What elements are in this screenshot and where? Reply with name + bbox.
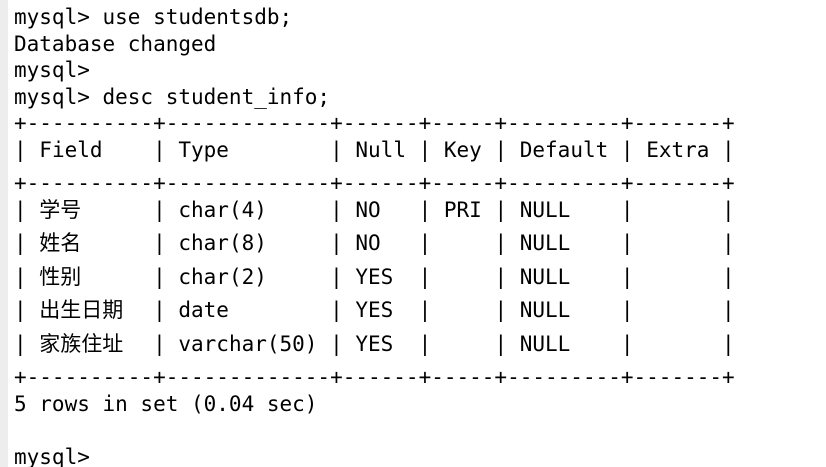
pipe-separator: | — [153, 197, 166, 222]
pipe-separator: | — [722, 264, 735, 289]
pipe-separator: | — [494, 197, 508, 222]
cell-null: YES — [355, 298, 394, 322]
pipe-separator: | — [330, 264, 343, 289]
pipe-separator: | — [14, 137, 27, 162]
pipe-separator: | — [620, 331, 634, 356]
table-header-row: | Field | Type | Null | Key | Default | Extra | — [14, 137, 826, 171]
pipe-separator: | — [14, 264, 27, 289]
pipe-separator: | — [494, 298, 508, 322]
cell-null: NO — [355, 197, 381, 222]
pipe-separator: | — [494, 264, 508, 289]
result-summary: 5 rows in set (0.04 sec) — [14, 391, 318, 416]
pipe-separator: | — [153, 137, 166, 162]
table-border-bottom: +----------+-------------+------+-----+-… — [14, 365, 735, 389]
cell-field: 学号 — [39, 197, 82, 222]
pipe-separator: | — [153, 298, 166, 322]
pipe-separator: | — [153, 231, 166, 255]
pipe-separator: | — [620, 137, 634, 162]
pipe-separator: | — [722, 231, 735, 255]
cell-field: 家族住址 — [39, 331, 124, 356]
pipe-separator: | — [330, 331, 343, 356]
pipe-separator: | — [494, 331, 508, 356]
pipe-separator: | — [418, 197, 432, 222]
pipe-separator: | — [14, 331, 27, 356]
table-row: | 性别 | char(2) | YES | | NULL | | — [14, 264, 826, 298]
cell-default: NULL — [519, 264, 571, 289]
pipe-separator: | — [722, 197, 735, 222]
pipe-separator: | — [153, 264, 166, 289]
cell-field: 性别 — [39, 264, 82, 289]
prompt-line: mysql> — [14, 58, 90, 82]
table-row: | 出生日期 | date | YES | | NULL | | — [14, 297, 826, 331]
pipe-separator: | — [494, 137, 508, 162]
pipe-separator: | — [153, 331, 166, 356]
cell-null: YES — [355, 331, 394, 356]
blank-line — [14, 417, 826, 444]
cell-type: char(2) — [178, 264, 267, 289]
header-cell-key: Key — [443, 137, 482, 162]
table-border-top: +----------+-------------+------+-----+-… — [14, 111, 735, 135]
cell-null: NO — [355, 231, 381, 255]
header-cell-null: Null — [355, 137, 406, 162]
prompt-line: mysql> — [14, 444, 90, 467]
pipe-separator: | — [418, 231, 432, 255]
cell-type: char(8) — [178, 231, 267, 255]
cell-type: char(4) — [178, 197, 267, 222]
header-cell-type: Type — [178, 137, 229, 162]
pipe-separator: | — [14, 298, 27, 322]
pipe-separator: | — [330, 197, 343, 222]
cell-default: NULL — [519, 298, 571, 322]
cell-null: YES — [355, 264, 394, 289]
cell-field: 姓名 — [39, 231, 82, 255]
pipe-separator: | — [330, 298, 343, 322]
pipe-separator: | — [418, 298, 432, 322]
pipe-separator: | — [722, 298, 735, 322]
cell-default: NULL — [519, 331, 571, 356]
pipe-separator: | — [418, 264, 432, 289]
pipe-separator: | — [620, 264, 634, 289]
cell-default: NULL — [519, 197, 571, 222]
pipe-separator: | — [14, 197, 27, 222]
cell-default: NULL — [519, 231, 571, 255]
pipe-separator: | — [620, 197, 634, 222]
header-cell-default: Default — [519, 137, 609, 162]
cell-type: date — [178, 298, 229, 322]
table-border-middle: +----------+-------------+------+-----+-… — [14, 171, 735, 195]
command-line-desc-table: mysql> desc student_info; — [14, 84, 331, 109]
pipe-separator: | — [418, 137, 432, 162]
pipe-separator: | — [418, 331, 432, 356]
pipe-separator: | — [14, 231, 27, 255]
pipe-separator: | — [494, 231, 508, 255]
pipe-separator: | — [330, 231, 343, 255]
pipe-separator: | — [330, 137, 343, 162]
window-edge — [0, 0, 8, 467]
cell-field: 出生日期 — [39, 298, 124, 322]
pipe-separator: | — [620, 231, 634, 255]
header-cell-extra: Extra — [646, 137, 710, 162]
pipe-separator: | — [722, 331, 735, 356]
header-cell-field: Field — [39, 137, 103, 162]
cell-key: PRI — [443, 197, 482, 222]
terminal-output-area[interactable]: mysql> use studentsdb; Database changed … — [14, 4, 826, 467]
table-row: | 家族住址 | varchar(50) | YES | | NULL | | — [14, 331, 826, 365]
output-database-changed: Database changed — [14, 31, 217, 56]
cell-type: varchar(50) — [178, 331, 318, 356]
table-row: | 姓名 | char(8) | NO | | NULL | | — [14, 230, 826, 264]
pipe-separator: | — [722, 137, 735, 162]
pipe-separator: | — [620, 298, 634, 322]
table-row: | 学号 | char(4) | NO | PRI | NULL | | — [14, 197, 826, 231]
command-line-use-db: mysql> use studentsdb; — [14, 5, 293, 29]
